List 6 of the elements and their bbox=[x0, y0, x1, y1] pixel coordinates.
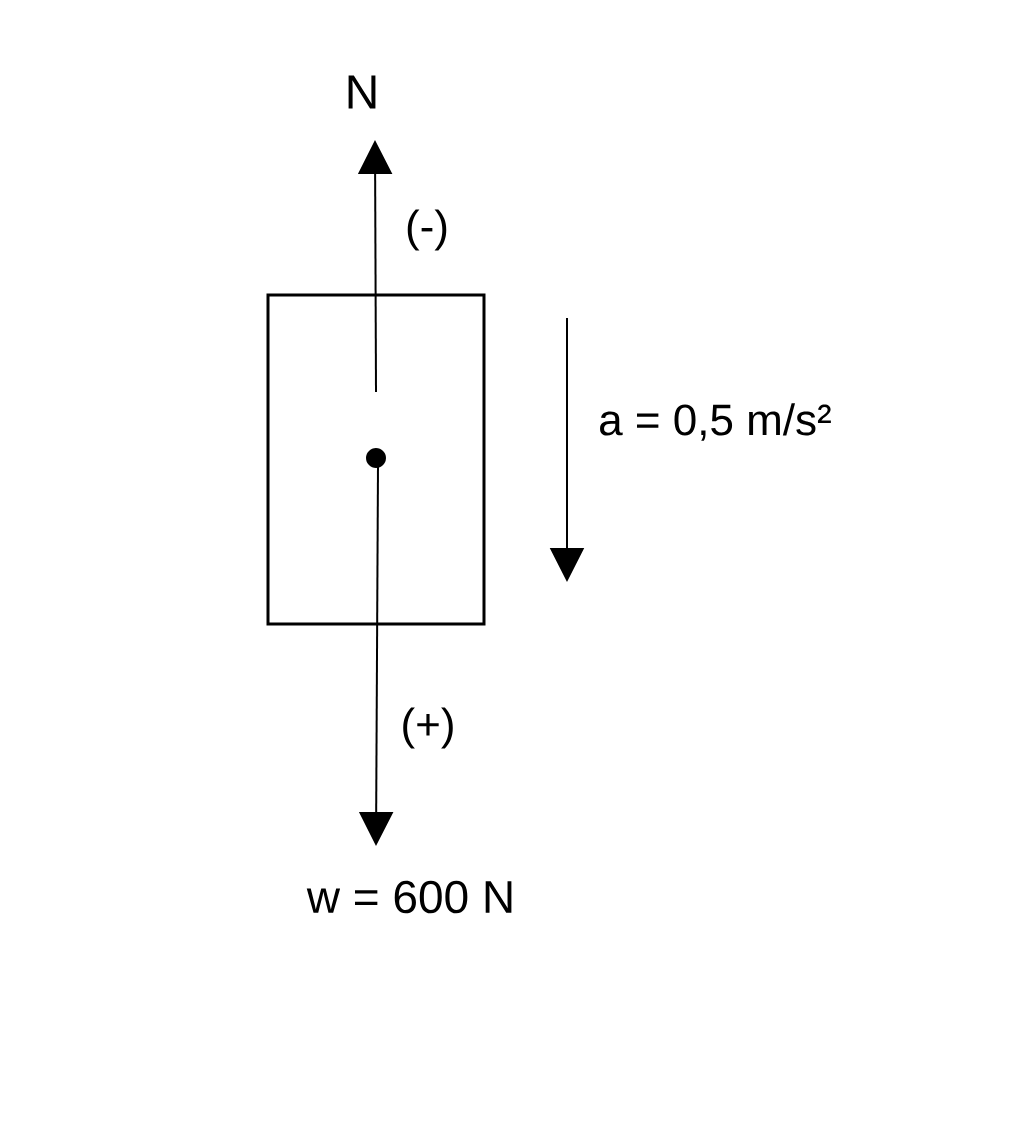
force-label: (+) bbox=[403, 707, 453, 749]
force-label: N bbox=[348, 75, 376, 109]
force-label: a = 0,5 m/s² bbox=[600, 403, 831, 441]
force-label: w = 600 N bbox=[306, 880, 512, 914]
force-label: (-) bbox=[407, 209, 447, 251]
body-box bbox=[266, 293, 486, 626]
